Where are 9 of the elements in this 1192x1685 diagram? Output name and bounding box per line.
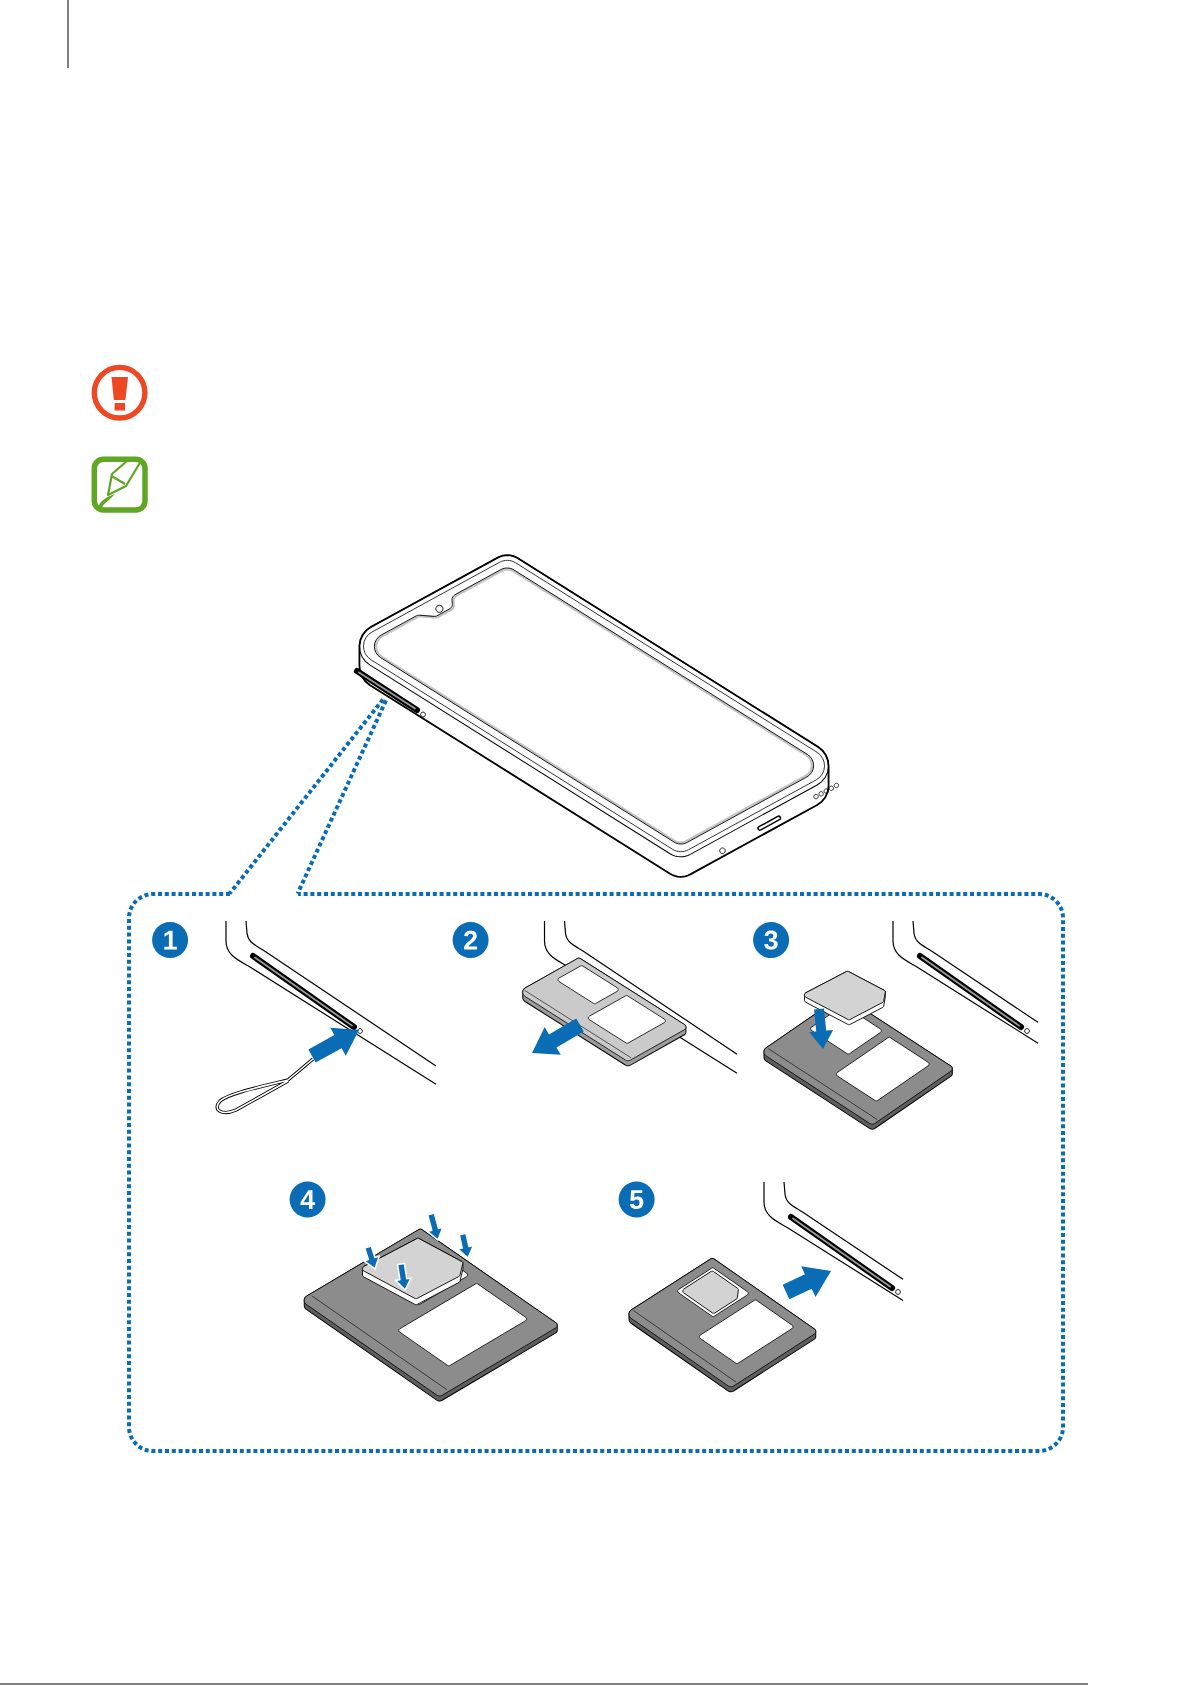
step-number: 4: [289, 1181, 326, 1218]
step-number: 5: [618, 1181, 655, 1218]
step-number: 2: [452, 922, 489, 959]
detail-frame: [127, 892, 1065, 1453]
step-number: 1: [152, 922, 189, 959]
leader-line: [228, 698, 385, 895]
step-number: 3: [753, 922, 790, 959]
leader-line: [295, 699, 388, 895]
sim-tray-slot: [354, 668, 426, 718]
